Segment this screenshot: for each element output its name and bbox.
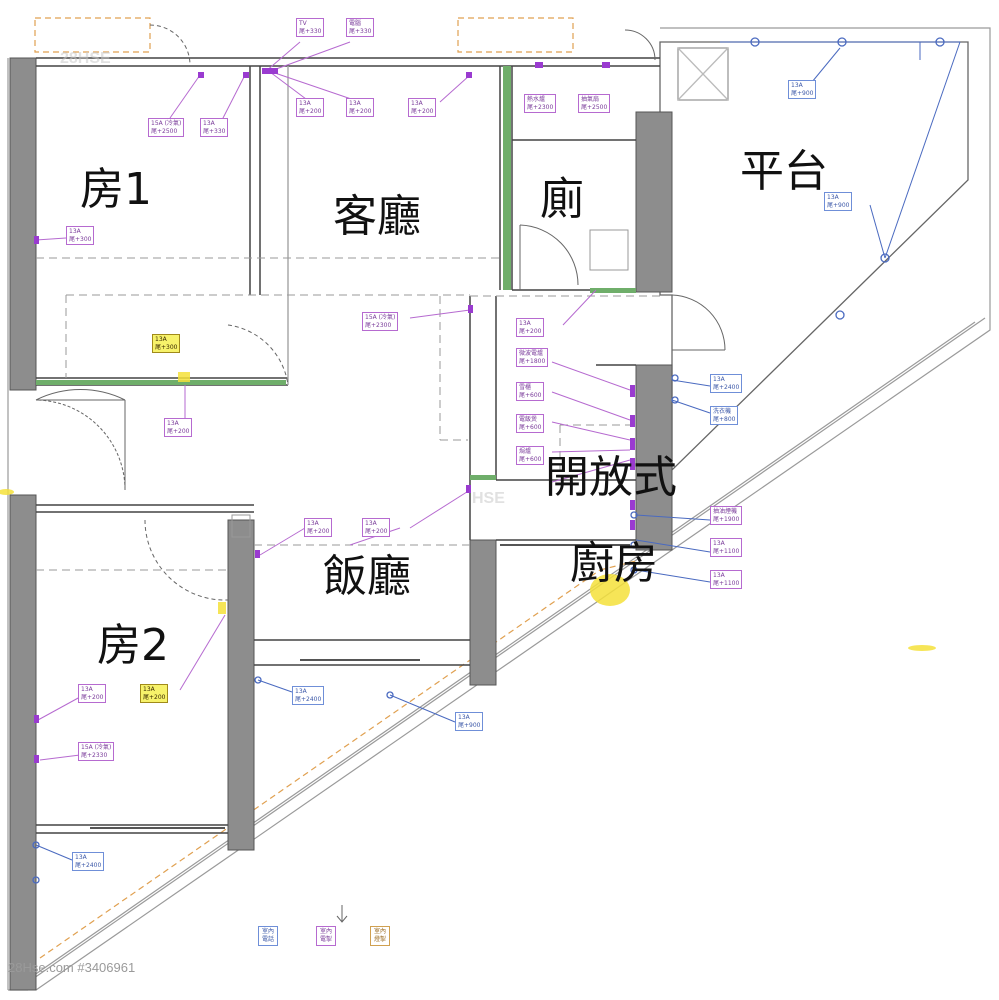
legend-arrow (336, 905, 348, 923)
outlet-tag-exhaust-fan: 抽氣扇尾+2500 (578, 94, 611, 113)
room-label-dining-room: 飯廳 (323, 551, 411, 602)
structural-walls (9, 57, 673, 991)
room-label-living-room: 客廳 (333, 191, 421, 242)
legend-indoor-switch: 室內電掣 (316, 926, 337, 946)
outlet-tag-bedroom1-ac: 15A (冷氣)尾+2500 (148, 118, 185, 137)
faint-watermark-mid: HSE (472, 490, 505, 507)
outlet-tag-kitchen-fridge: 雪櫃尾+600 (516, 382, 545, 401)
faint-watermark-top: 28HSE (60, 50, 111, 67)
room-label-kitchen-line2: 廚房 (570, 538, 658, 589)
door-swings (35, 24, 726, 601)
outlet-markers-purple (34, 62, 635, 763)
blue-leader-lines (35, 41, 961, 861)
terrace-outline (659, 41, 969, 472)
source-watermark: 28Hse.com #3406961 (8, 960, 136, 975)
outlet-tag-bedroom2-ac: 15A (冷氣)尾+2330 (78, 742, 115, 761)
legend-indoor-phone: 室內電話 (258, 926, 279, 946)
green-wall-strips (36, 66, 636, 480)
highlight-blobs (0, 372, 936, 651)
room-label-kitchen-line1: 開放式 (545, 452, 677, 503)
room-label-toilet: 廁 (540, 174, 584, 225)
legend-indoor-light-switch: 室內燈掣 (370, 926, 391, 946)
outlet-tag-kitchen-rice-cooker: 電飯煲尾+600 (516, 414, 545, 433)
room-label-bedroom2: 房2 (97, 620, 169, 671)
purple-leader-lines (35, 41, 631, 761)
outlet-tag-kitchen-oven: 焗爐尾+600 (516, 446, 545, 465)
outlet-tag-range-hood: 抽油煙機尾+1900 (710, 506, 743, 525)
outlet-tag-washing-machine: 洗衣機尾+800 (710, 406, 739, 425)
room-label-bedroom1: 房1 (80, 164, 152, 215)
outlet-markers-blue (32, 37, 945, 884)
outer-boundary (7, 27, 991, 991)
room-label-terrace: 平台 (740, 146, 828, 197)
outlet-tag-living-ac: 15A (冷氣)尾+2300 (362, 312, 399, 331)
outlet-tag-kitchen-microwave: 微波電爐尾+1800 (516, 348, 549, 367)
dashed-internal-lines (36, 257, 660, 571)
outlet-tag-computer: 電腦尾+330 (346, 18, 375, 37)
outlet-tag-water-heater: 熱水爐尾+2300 (524, 94, 557, 113)
window-sliders (90, 544, 630, 829)
